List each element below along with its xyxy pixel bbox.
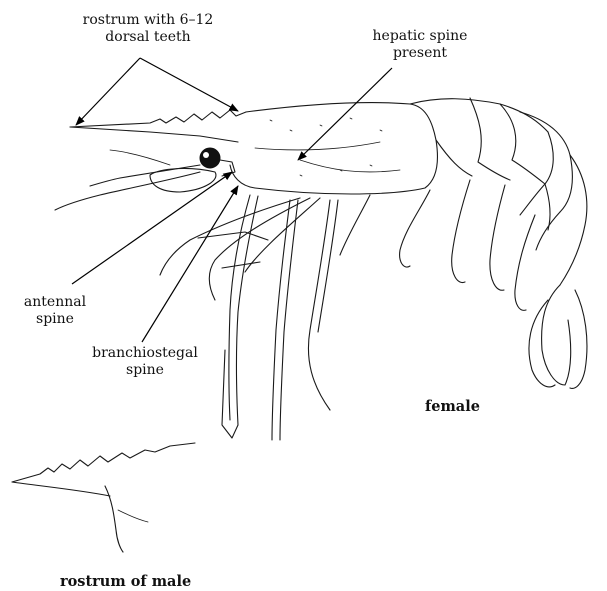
female-label: female	[425, 398, 480, 415]
hepatic-spine-label: hepatic spine present	[355, 28, 485, 62]
rostrum-arrow-2	[140, 58, 238, 111]
branchiostegal-arrow	[142, 186, 238, 342]
branchiostegal-spine-label: branchiostegal spine	[80, 345, 210, 379]
branchiostegal-line-1: branchiostegal	[80, 345, 210, 362]
antennal-arrow	[72, 172, 232, 284]
hepatic-line-2: present	[355, 45, 485, 62]
antennal-line-1: antennal	[10, 294, 100, 311]
rostrum-teeth-line-1: rostrum with 6–12	[68, 12, 228, 29]
antennal-line-2: spine	[10, 311, 100, 328]
hepatic-arrow	[298, 68, 392, 160]
hepatic-line-1: hepatic spine	[355, 28, 485, 45]
rostrum-teeth-line-2: dorsal teeth	[68, 29, 228, 46]
shrimp-body	[55, 98, 587, 440]
rostrum-of-male-drawing	[12, 443, 195, 552]
branchiostegal-line-2: spine	[80, 362, 210, 379]
rostrum-teeth-label: rostrum with 6–12 dorsal teeth	[68, 12, 228, 46]
leader-lines	[72, 58, 392, 342]
rostrum-arrow-1	[76, 58, 140, 125]
rostrum-of-male-label: rostrum of male	[60, 573, 191, 590]
antennal-spine-label: antennal spine	[10, 294, 100, 328]
